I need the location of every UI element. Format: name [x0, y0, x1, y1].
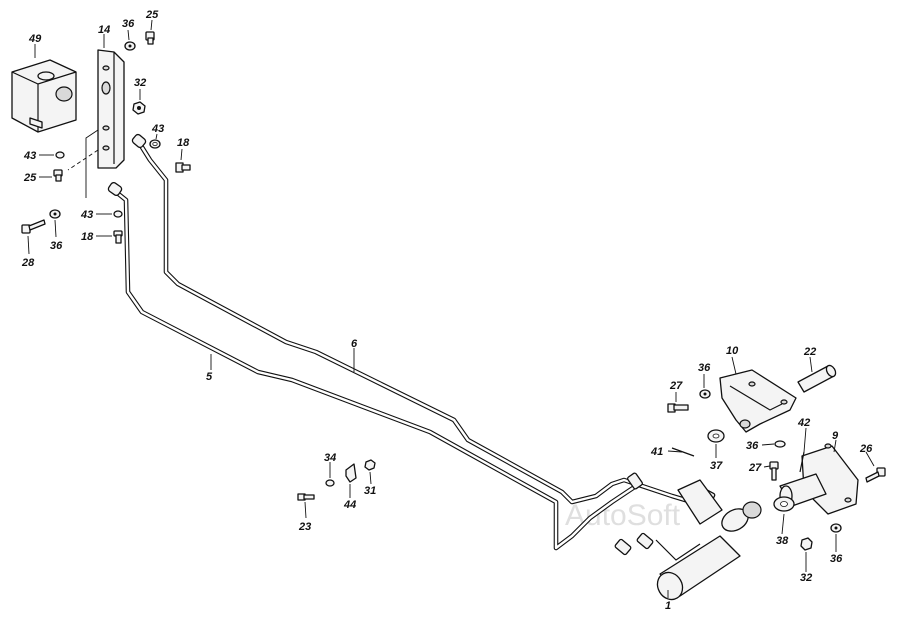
- callout-18-upper: 18: [177, 137, 190, 149]
- callout-27-upper: 27: [669, 380, 683, 392]
- pipe-fitting-upper-6: [131, 133, 147, 149]
- callout-44: 44: [343, 499, 356, 511]
- washer-34: [325, 479, 335, 487]
- cotter-pin-42: [799, 451, 805, 473]
- nut-36-upper-right: [699, 389, 711, 399]
- callout-14: 14: [98, 24, 110, 36]
- callout-28: 28: [21, 257, 35, 269]
- leader-lines: [27, 19, 875, 598]
- callout-49: 49: [28, 33, 42, 45]
- cotter-pin-41: [671, 447, 695, 457]
- bracket-10: [719, 369, 797, 433]
- bolt-28: [21, 219, 46, 234]
- pipe-fitting-upper-5: [107, 181, 123, 197]
- callout-18-middle: 18: [81, 231, 94, 243]
- bolt-18-upper: [175, 162, 191, 173]
- pipe-6: [137, 141, 703, 509]
- callout-9: 9: [832, 430, 839, 442]
- callout-5: 5: [206, 371, 213, 383]
- callout-36-lower-right: 36: [830, 553, 843, 565]
- washer-38: [773, 496, 795, 512]
- callout-41: 41: [650, 446, 663, 458]
- pipe-5: [113, 189, 639, 551]
- clip-44: [345, 463, 357, 483]
- callout-32-top: 32: [134, 77, 146, 89]
- washer-37: [707, 429, 725, 443]
- washer-43-middle: [113, 210, 123, 218]
- washer-43-upper: [149, 139, 161, 149]
- callout-22: 22: [803, 346, 816, 358]
- bolt-27-lower: [769, 461, 779, 481]
- bracket-14: [67, 49, 125, 198]
- bolt-25-left: [53, 169, 63, 182]
- callout-43-upper: 43: [151, 123, 164, 135]
- callout-6: 6: [351, 338, 358, 350]
- nut-36-top: [124, 41, 136, 51]
- pin-22: [797, 364, 837, 393]
- nut-36-left: [49, 209, 61, 219]
- nut-32-top: [132, 101, 146, 115]
- bolt-23: [297, 493, 315, 501]
- callout-43-middle: 43: [80, 209, 93, 221]
- callout-25-left: 25: [23, 172, 37, 184]
- callout-43-left: 43: [23, 150, 36, 162]
- callout-36-left: 36: [50, 240, 63, 252]
- bolt-27-upper: [667, 403, 689, 413]
- nut-32-lower-right: [800, 537, 813, 551]
- nut-36-lower-right: [830, 523, 842, 533]
- callout-42: 42: [797, 417, 810, 429]
- pipe-fitting-lower-5: [614, 532, 654, 556]
- callout-32-lower-right: 32: [800, 572, 812, 584]
- bolt-18-middle: [113, 230, 123, 244]
- callout-34: 34: [324, 452, 336, 464]
- callout-37: 37: [710, 460, 723, 472]
- callout-labels: 49 14 36 25 32 43 18 43 25 43 18 28 36 5…: [21, 9, 873, 612]
- washer-43-left: [55, 151, 65, 159]
- callout-38: 38: [776, 535, 789, 547]
- callout-27-lower: 27: [748, 462, 762, 474]
- callout-36-upper-right: 36: [698, 362, 711, 374]
- callout-26: 26: [859, 443, 873, 455]
- bolt-25-top: [145, 31, 155, 45]
- nut-31: [364, 459, 376, 471]
- callout-36-right: 36: [746, 440, 759, 452]
- callout-1: 1: [665, 600, 671, 612]
- callout-25-top: 25: [145, 9, 159, 21]
- bolt-26: [865, 467, 886, 483]
- callout-31: 31: [364, 485, 376, 497]
- cylinder-1: [655, 479, 762, 601]
- washer-36-right: [774, 440, 786, 448]
- callout-36-top: 36: [122, 18, 135, 30]
- callout-10: 10: [726, 345, 739, 357]
- reservoir-49: [11, 59, 77, 133]
- callout-23: 23: [298, 521, 311, 533]
